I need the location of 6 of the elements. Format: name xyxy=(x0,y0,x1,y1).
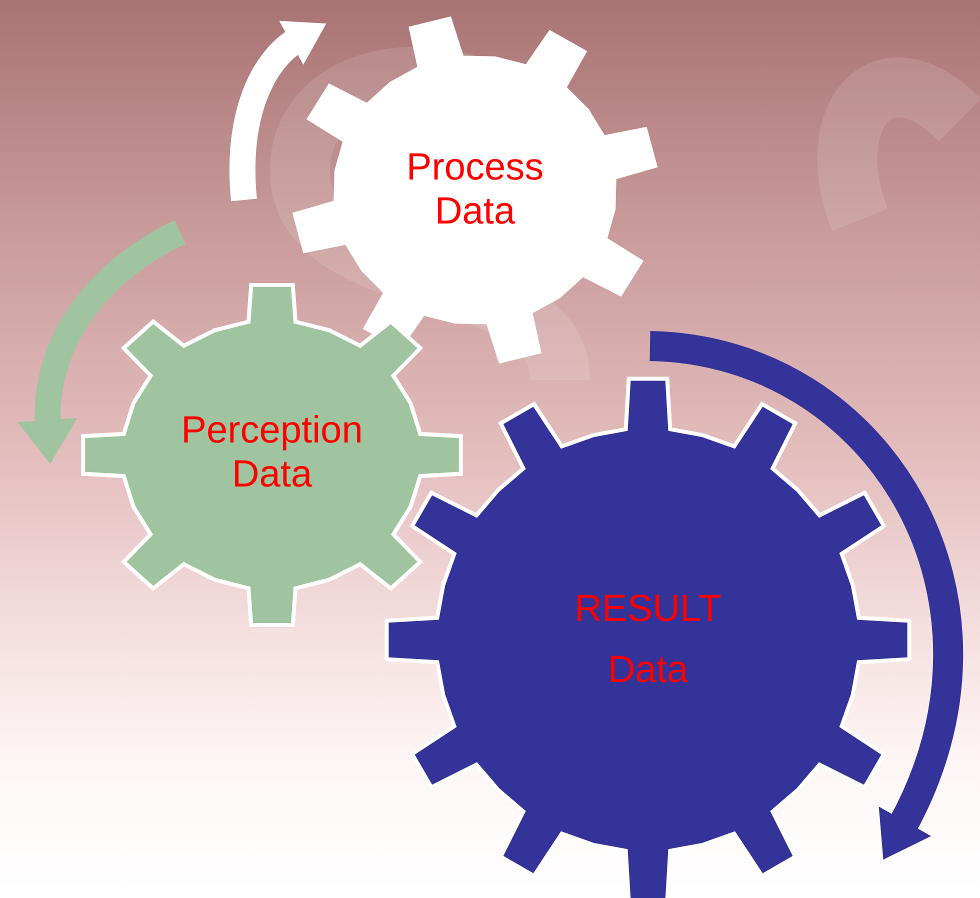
gear-shape xyxy=(384,376,912,898)
gear-label: RESULT Data xyxy=(573,587,723,693)
gear-label: Process Data xyxy=(405,146,545,234)
gear-shape xyxy=(292,16,658,364)
gear-label: Perception Data xyxy=(180,409,364,497)
gear-shape xyxy=(81,283,463,627)
